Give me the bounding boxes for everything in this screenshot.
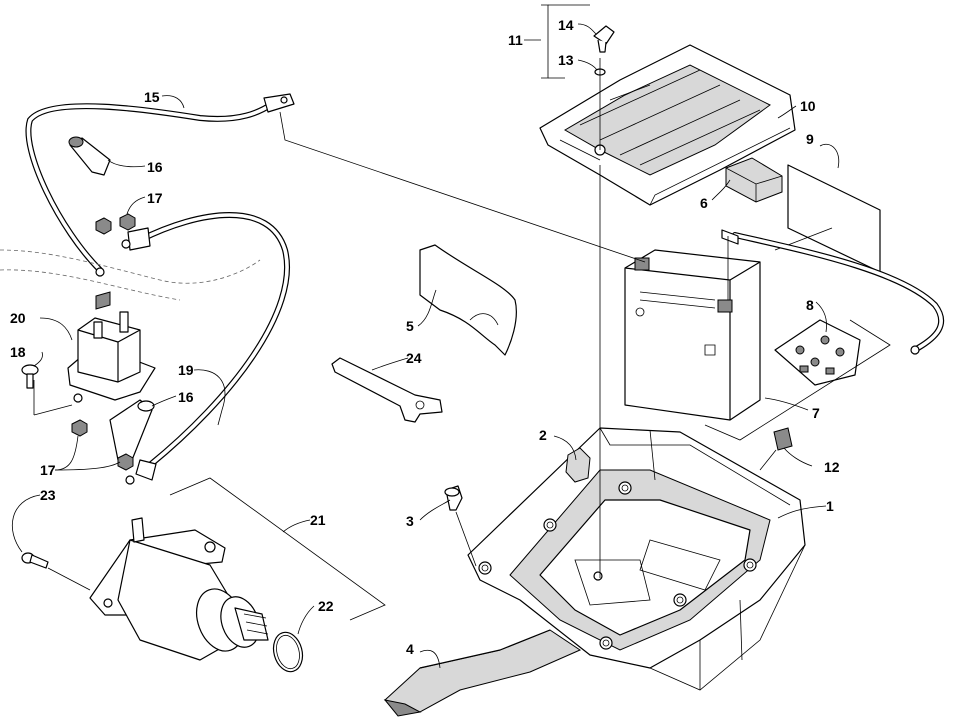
o-ring-inner — [276, 634, 300, 670]
callout-21: 21 — [310, 512, 326, 528]
callout-7: 7 — [812, 405, 820, 421]
retainer-clip — [773, 427, 793, 451]
starter-screw — [21, 552, 49, 569]
callout-18: 18 — [10, 344, 26, 360]
starter-cable — [121, 212, 290, 485]
cable-shield — [419, 244, 517, 356]
screw-bracket — [33, 404, 73, 416]
mounting-screw — [21, 364, 39, 389]
callout-1: 1 — [826, 498, 834, 514]
frame-outline — [0, 249, 261, 284]
callout-bracket-11 — [541, 4, 549, 79]
battery-tray — [467, 427, 806, 691]
callout-16-upper: 16 — [147, 159, 163, 175]
screw-axis — [47, 567, 91, 591]
ground-lead — [279, 111, 646, 263]
callout-17-lower: 17 — [40, 462, 56, 478]
callout-24: 24 — [406, 350, 422, 366]
hardware-kit — [774, 319, 861, 386]
callout-5: 5 — [406, 318, 414, 334]
callout-22: 22 — [318, 598, 334, 614]
battery — [624, 249, 761, 421]
frame-outline-2 — [0, 269, 181, 301]
callout-17-upper: 17 — [147, 190, 163, 206]
starter-bracket — [169, 477, 386, 621]
terminal-boot-lower — [109, 399, 155, 461]
callout-19: 19 — [178, 362, 194, 378]
terminal-nut-lower-2 — [117, 453, 134, 471]
callout-16-lower: 16 — [178, 389, 194, 405]
callout-9: 9 — [806, 131, 814, 147]
callout-6: 6 — [700, 195, 708, 211]
callout-4: 4 — [406, 641, 414, 657]
spanner-wrench — [331, 357, 443, 423]
starter-motor — [89, 517, 269, 661]
callout-13: 13 — [558, 52, 574, 68]
rivet-axis — [455, 511, 477, 567]
terminal-nuts-upper — [95, 213, 136, 235]
terminal-nut-lower — [71, 419, 88, 437]
push-rivet — [444, 485, 463, 511]
callout-10: 10 — [800, 98, 816, 114]
kit-bracket — [704, 319, 891, 441]
terminal-boot-upper — [68, 136, 111, 176]
clip-axis — [759, 449, 777, 471]
callout-bracket-11-arms — [548, 4, 590, 79]
warning-label — [565, 447, 591, 483]
callout-11: 11 — [508, 32, 523, 48]
callout-23: 23 — [40, 487, 56, 503]
negative-cable — [25, 93, 295, 277]
callout-3: 3 — [406, 513, 414, 529]
callout-15: 15 — [144, 89, 160, 105]
foam-pad — [725, 157, 783, 203]
battery-cable — [721, 229, 945, 355]
cover-knob — [593, 25, 615, 76]
callout-12: 12 — [824, 459, 840, 475]
starter-solenoid — [67, 291, 156, 403]
callout-14: 14 — [558, 17, 574, 33]
hold-down-strap — [383, 629, 582, 717]
callout-8: 8 — [806, 297, 814, 313]
battery-cover — [539, 44, 796, 206]
callout-2: 2 — [539, 427, 547, 443]
leader-lines — [11, 23, 840, 669]
callout-20: 20 — [10, 310, 26, 326]
